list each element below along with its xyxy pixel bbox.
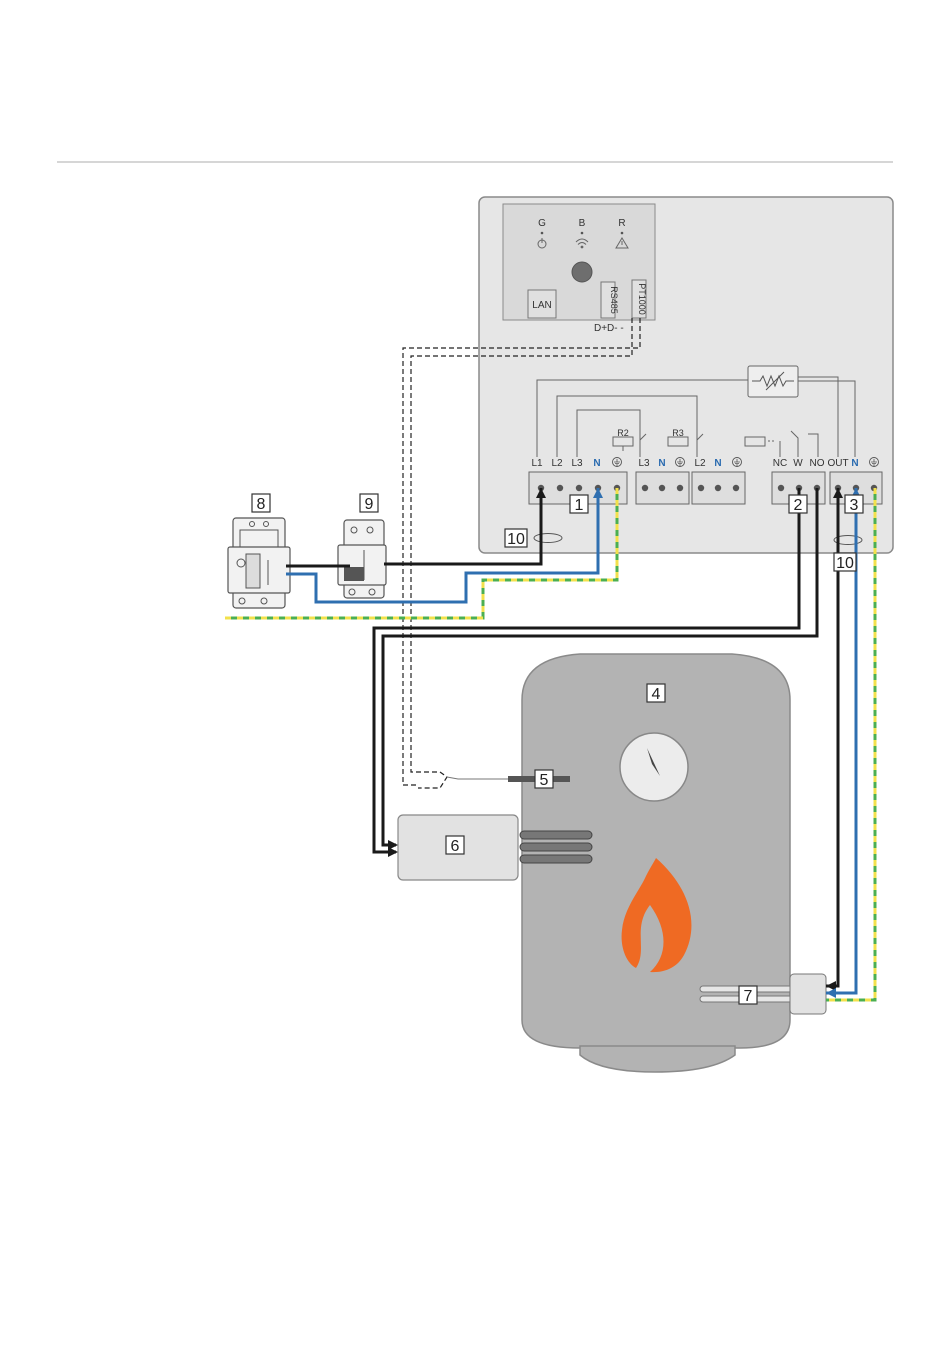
callout-2: 2 bbox=[789, 495, 807, 514]
svg-text:1: 1 bbox=[575, 497, 584, 514]
svg-text:9: 9 bbox=[365, 496, 374, 513]
callout-10-right: 10 bbox=[834, 553, 856, 572]
svg-text:2: 2 bbox=[794, 497, 803, 514]
led-label-r: R bbox=[618, 218, 625, 229]
terminal-label-n: N bbox=[593, 458, 600, 469]
callout-10-left: 10 bbox=[505, 529, 527, 548]
led-label-b: B bbox=[579, 218, 586, 229]
circuit-breaker-icon bbox=[338, 520, 386, 598]
callout-5: 5 bbox=[535, 770, 553, 789]
reset-button[interactable] bbox=[572, 262, 592, 282]
svg-text:10: 10 bbox=[507, 531, 525, 548]
led-label-g: G bbox=[538, 218, 546, 229]
callout-6: 6 bbox=[446, 836, 464, 855]
terminal-label-l3-r2: L3 bbox=[638, 458, 650, 469]
relay-label-r2: R2 bbox=[617, 428, 629, 438]
sensor-lead bbox=[447, 777, 508, 779]
callout-9: 9 bbox=[360, 494, 378, 513]
pt1000-label: PT1000 bbox=[637, 283, 647, 315]
callout-3: 3 bbox=[845, 495, 863, 514]
svg-text:6: 6 bbox=[451, 838, 460, 855]
callout-4: 4 bbox=[647, 684, 665, 703]
rs485-label: RS485 bbox=[609, 286, 619, 314]
terminal-label-l2: L2 bbox=[551, 458, 563, 469]
terminal-label-out: OUT bbox=[827, 458, 848, 469]
terminal-label-l1: L1 bbox=[531, 458, 543, 469]
heating-rod-resistor-icon bbox=[748, 366, 798, 397]
terminal-label-w: W bbox=[793, 458, 803, 469]
callout-1: 1 bbox=[570, 495, 588, 514]
terminal-label-nc: NC bbox=[773, 458, 787, 469]
terminal-label-no: NO bbox=[810, 458, 825, 469]
bus-label: D+D- - bbox=[594, 323, 624, 334]
heat-exchanger-coil bbox=[520, 831, 592, 863]
svg-text:10: 10 bbox=[836, 555, 854, 572]
svg-text:7: 7 bbox=[744, 988, 753, 1005]
callout-7: 7 bbox=[739, 986, 757, 1005]
svg-text:8: 8 bbox=[257, 496, 266, 513]
terminal-label-n-out: N bbox=[851, 458, 858, 469]
svg-text:5: 5 bbox=[540, 772, 549, 789]
terminal-label-l3: L3 bbox=[571, 458, 583, 469]
callout-8: 8 bbox=[252, 494, 270, 513]
terminal-label-n-r2: N bbox=[658, 458, 665, 469]
terminal-label-l2-r3: L2 bbox=[694, 458, 706, 469]
svg-text:3: 3 bbox=[850, 497, 859, 514]
hot-water-tank bbox=[508, 654, 826, 1072]
relay-label-r3: R3 bbox=[672, 428, 684, 438]
lan-label: LAN bbox=[532, 300, 551, 311]
rcd-breaker-icon bbox=[228, 518, 290, 608]
svg-text:4: 4 bbox=[652, 686, 661, 703]
terminal-label-n-r3: N bbox=[714, 458, 721, 469]
